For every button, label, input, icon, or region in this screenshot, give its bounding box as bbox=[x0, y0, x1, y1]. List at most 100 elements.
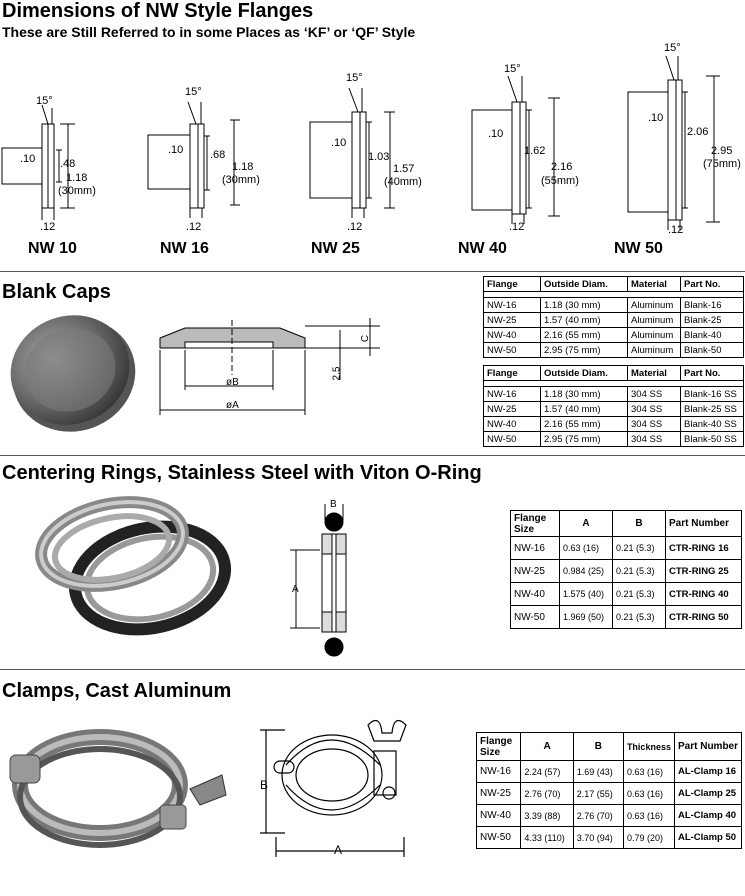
centering-ring-a-label: A bbox=[292, 584, 299, 595]
flange-nw40-inner: 1.62 bbox=[524, 145, 546, 157]
cell: 0.79 (20) bbox=[622, 826, 675, 849]
flange-nw40-outer-mm: (55mm) bbox=[541, 175, 579, 187]
col-material: Material bbox=[627, 365, 681, 381]
col-flange-size: Flange Size bbox=[475, 732, 522, 761]
col-flange-size: Flange Size bbox=[510, 510, 560, 537]
col-part-no: Part No. bbox=[680, 365, 744, 381]
flange-nw10-thick: .12 bbox=[40, 221, 56, 233]
clamp-a-label: A bbox=[334, 843, 343, 857]
cell: Blank-40 SS bbox=[680, 416, 744, 432]
cell: 1.18 (30 mm) bbox=[540, 386, 628, 402]
flange-diagrams bbox=[1, 55, 720, 230]
cell: 2.76 (70) bbox=[572, 804, 624, 827]
cell: CTR-RING 25 bbox=[665, 559, 742, 583]
cell: Blank-16 bbox=[680, 297, 744, 313]
flange-nw16-inner: .68 bbox=[210, 149, 226, 161]
cell: 0.21 (5.3) bbox=[612, 605, 666, 629]
centering-ring-photo bbox=[35, 496, 232, 636]
flange-nw16-angle: 15° bbox=[185, 86, 202, 98]
cell: 2.76 (70) bbox=[520, 782, 574, 805]
flange-nw40-drawing bbox=[471, 75, 560, 224]
table-header-row: Flange Size A B Thickness Part Number bbox=[475, 732, 743, 761]
cell: 2.95 (75 mm) bbox=[540, 342, 628, 358]
cell: Blank-50 bbox=[680, 342, 744, 358]
cell: 4.33 (110) bbox=[520, 826, 574, 849]
cell: 2.16 (55 mm) bbox=[540, 327, 628, 343]
cell: 304 SS bbox=[627, 386, 681, 402]
cell: 1.57 (40 mm) bbox=[540, 401, 628, 417]
cell: NW-16 bbox=[510, 536, 560, 560]
flange-nw10-inner: .48 bbox=[60, 158, 76, 170]
blank-caps-steel-table: Flange Outside Diam. Material Part No. N… bbox=[483, 365, 744, 447]
col-flange: Flange bbox=[483, 365, 541, 381]
cell: 3.70 (94) bbox=[572, 826, 624, 849]
blank-cap-depth-label: 2.5 bbox=[331, 366, 343, 381]
flange-nw10-drawing bbox=[1, 104, 75, 220]
cell: NW-50 bbox=[483, 342, 541, 358]
blank-cap-illustration bbox=[10, 315, 380, 432]
centering-ring-b-label: B bbox=[330, 499, 337, 510]
flange-nw10-outer: 1.18 bbox=[66, 172, 88, 184]
flange-nw16-outer-mm: (30mm) bbox=[222, 174, 260, 186]
flange-nw25-angle: 15° bbox=[346, 72, 363, 84]
flange-nw50-outer: 2.95 bbox=[711, 145, 733, 157]
cell: AL-Clamp 50 bbox=[673, 826, 743, 849]
flange-nw50-thick: .12 bbox=[668, 224, 684, 236]
cell: 2.17 (55) bbox=[572, 782, 624, 805]
cell: NW-50 bbox=[475, 826, 522, 849]
flange-nw40-outer: 2.16 bbox=[551, 161, 573, 173]
cell: NW-16 bbox=[483, 297, 541, 313]
cell: CTR-RING 16 bbox=[665, 536, 742, 560]
cell: NW-50 bbox=[483, 431, 541, 447]
col-flange: Flange bbox=[483, 276, 541, 292]
cell: NW-16 bbox=[475, 760, 522, 783]
col-a: A bbox=[520, 732, 574, 761]
table-header-row: Flange Size A B Part Number bbox=[510, 510, 742, 537]
flange-nw50-drawing bbox=[627, 55, 720, 230]
flange-nw10-angle: 15° bbox=[36, 95, 53, 107]
blank-caps-title: Blank Caps bbox=[2, 281, 111, 303]
cell: NW-50 bbox=[510, 605, 560, 629]
flange-nw25-bore: .10 bbox=[331, 137, 347, 149]
blank-cap-photo bbox=[10, 315, 136, 432]
divider-2 bbox=[0, 455, 745, 456]
cell: NW-25 bbox=[483, 401, 541, 417]
cell: 1.969 (50) bbox=[559, 605, 613, 629]
col-part-number: Part Number bbox=[665, 510, 742, 537]
flange-nw50-label: NW 50 bbox=[614, 240, 663, 257]
flange-nw16-outer: 1.18 bbox=[232, 161, 254, 173]
cell: Blank-50 SS bbox=[680, 431, 744, 447]
cell: 0.63 (16) bbox=[622, 804, 675, 827]
cell: 1.57 (40 mm) bbox=[540, 312, 628, 328]
clamps-title: Clamps, Cast Aluminum bbox=[2, 680, 232, 702]
flange-nw16-thick: .12 bbox=[186, 221, 202, 233]
flange-nw25-label: NW 25 bbox=[311, 240, 360, 257]
flange-nw25-drawing bbox=[309, 87, 395, 218]
cell: 0.21 (5.3) bbox=[612, 559, 666, 583]
cell: NW-16 bbox=[483, 386, 541, 402]
flange-nw40-angle: 15° bbox=[504, 63, 521, 75]
cell: Aluminum bbox=[627, 342, 681, 358]
col-part-number: Part Number bbox=[673, 732, 743, 761]
col-outside-diam: Outside Diam. bbox=[540, 365, 628, 381]
cell: NW-25 bbox=[510, 559, 560, 583]
flange-nw16-bore: .10 bbox=[168, 144, 184, 156]
flange-nw50-inner: 2.06 bbox=[687, 126, 709, 138]
cell: NW-25 bbox=[483, 312, 541, 328]
flange-nw50-angle: 15° bbox=[664, 42, 681, 54]
cell: 304 SS bbox=[627, 401, 681, 417]
cell: Blank-25 SS bbox=[680, 401, 744, 417]
blank-caps-aluminum-table: Flange Outside Diam. Material Part No. N… bbox=[483, 276, 744, 358]
cell: 304 SS bbox=[627, 431, 681, 447]
